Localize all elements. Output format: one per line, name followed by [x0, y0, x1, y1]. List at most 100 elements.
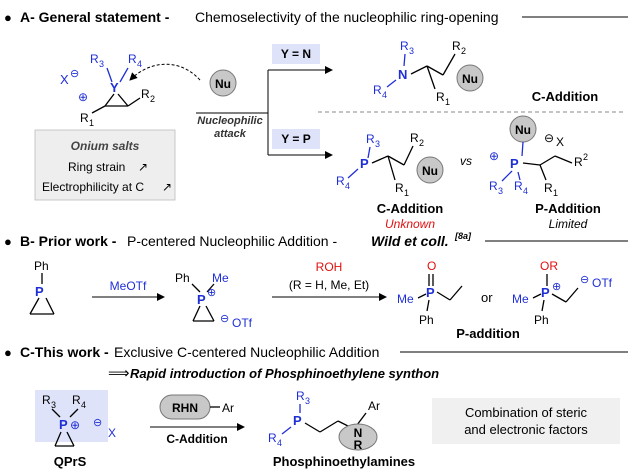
p-r4-sub: 4 [345, 181, 350, 191]
arrow-up-icon: ↗ [138, 160, 148, 174]
alkoxy-minus: ⊖ [580, 274, 589, 286]
otf-counterion: OTf [232, 316, 253, 330]
product-label: Phosphinoethylamines [273, 454, 415, 469]
n-r2: R [452, 39, 461, 53]
phosphiranium-me: Me [212, 271, 229, 285]
p-r1: R [395, 181, 404, 195]
reagent-roh: ROH [316, 260, 343, 274]
section-b-desc: P-centered Nucleophilic Addition - [127, 233, 337, 249]
attack-label-2: attack [214, 128, 247, 140]
p-atom-1: P [360, 156, 369, 171]
onium-line2: Electrophilicity at C [42, 180, 144, 194]
bullet-b: ● [4, 234, 12, 249]
n-r4-sub: 4 [382, 90, 387, 100]
onium-structure: X ⊖ R 3 R 4 ⊕ Y R 1 R 2 [60, 52, 201, 128]
qprs-r3-sub: 3 [51, 400, 56, 410]
vs-label: vs [460, 154, 472, 168]
pp-r2-sub: 2 [583, 152, 588, 162]
plus-charge: ⊕ [78, 90, 88, 104]
factors-line2: and electronic factors [464, 422, 588, 437]
oxide-me: Me [397, 292, 414, 306]
bullet-c: ● [4, 345, 12, 360]
factors-box: Combination of steric and electronic fac… [432, 398, 620, 444]
section-a-heading: A- General statement - [20, 9, 170, 25]
prod-r4: R [268, 431, 277, 445]
product-structure: R 3 P R 4 N R Ar Phosphinoethylamines [268, 389, 415, 469]
p-r3-sub: 3 [375, 139, 380, 149]
qprs-x: X [108, 426, 116, 440]
pp-r4-sub: 4 [523, 186, 528, 196]
p-addition-label: P-Addition [535, 201, 601, 216]
section-a-desc: Chemoselectivity of the nucleophilic rin… [195, 9, 499, 25]
phosphonium-alkoxy: OR P ⊕ Me Ph ⊖ OTf [512, 259, 613, 327]
phosphiranium: Ph Me P ⊕ ⊖ OTf [175, 271, 253, 330]
pp-x: X [556, 135, 564, 149]
phosphirane-p: P [35, 284, 44, 299]
r2-label: R [141, 87, 150, 101]
phosphiranium-plus: ⊕ [207, 287, 216, 299]
y-n-tag: Y = N [281, 47, 311, 61]
n-atom: N [398, 67, 407, 82]
oxide-p: P [426, 285, 435, 300]
phosphiranium-p: P [197, 292, 206, 307]
alkoxy-otf: OTf [592, 276, 613, 290]
alkoxy-or: OR [540, 259, 558, 273]
pp-r3-sub: 3 [498, 186, 503, 196]
pp-nu: Nu [515, 123, 531, 137]
alkoxy-plus: ⊕ [552, 281, 561, 293]
minus-charge: ⊖ [70, 68, 79, 80]
synthon-label: Rapid introduction of Phosphinoethylene … [130, 366, 439, 381]
section-a-header: ● A- General statement - Chemoselectivit… [4, 9, 628, 25]
p-r1-sub: 1 [404, 188, 409, 198]
p-addition-result: P-addition [456, 326, 520, 341]
y-p-tag: Y = P [281, 132, 310, 146]
pp-r1-sub: 1 [553, 188, 558, 198]
section-c-desc: Exclusive C-centered Nucleophilic Additi… [114, 344, 379, 360]
pp-minus: ⊖ [544, 131, 554, 145]
pp-r4: R [514, 179, 523, 193]
r4-label: R [128, 52, 137, 66]
p-nu: Nu [422, 164, 438, 178]
arrow-up-icon-2: ↗ [162, 180, 172, 194]
p-c-addition-label: C-Addition [377, 201, 443, 216]
or-label: or [481, 290, 493, 305]
phosphine-oxide: O P Me Ph [397, 259, 463, 327]
prod-r3-sub: 3 [305, 396, 310, 406]
prod-r3: R [296, 389, 305, 403]
qprs-structure: R 3 R 4 P ⊕ ⊖ X QPrS [35, 390, 116, 469]
alkoxy-p: P [541, 285, 550, 300]
qprs-label: QPrS [54, 454, 87, 469]
pp-r1: R [544, 181, 553, 195]
onium-line1: Ring strain [68, 160, 125, 174]
pp-r3: R [489, 179, 498, 193]
p-r2: R [410, 131, 419, 145]
n-r2-sub: 2 [461, 46, 466, 56]
ar-label-1: Ar [222, 401, 234, 415]
r1-label: R [80, 111, 89, 125]
otf-minus: ⊖ [220, 313, 229, 325]
amine-reagent: RHN Ar [159, 394, 234, 420]
r1-sub: 1 [89, 118, 94, 128]
oxide-ph: Ph [419, 313, 434, 327]
section-b-header: ● B- Prior work - P-centered Nucleophili… [4, 231, 628, 249]
x-counterion: X [60, 72, 69, 87]
onium-title: Onium salts [71, 139, 140, 153]
prod-p: P [293, 413, 302, 428]
prod-r4-sub: 4 [277, 438, 282, 448]
r3-sub: 3 [99, 59, 104, 69]
n-c-addition-label: C-Addition [532, 89, 598, 104]
n-r1-sub: 1 [445, 97, 450, 107]
section-b-ref: [8a] [454, 231, 472, 241]
prod-r: R [354, 438, 363, 452]
p-atom-2: P [510, 156, 519, 171]
r3-label: R [90, 52, 99, 66]
p-r2-sub: 2 [419, 138, 424, 148]
y-atom: Y [110, 80, 119, 95]
section-b-cite: Wild et coll. [371, 233, 449, 249]
y-p-tag-bg [272, 129, 320, 149]
factors-bg [432, 398, 620, 444]
section-c-heading: C-This work - [20, 344, 109, 360]
n-r3-sub: 3 [409, 46, 414, 56]
n-nu: Nu [462, 72, 478, 86]
y-n-tag-bg [272, 44, 320, 64]
